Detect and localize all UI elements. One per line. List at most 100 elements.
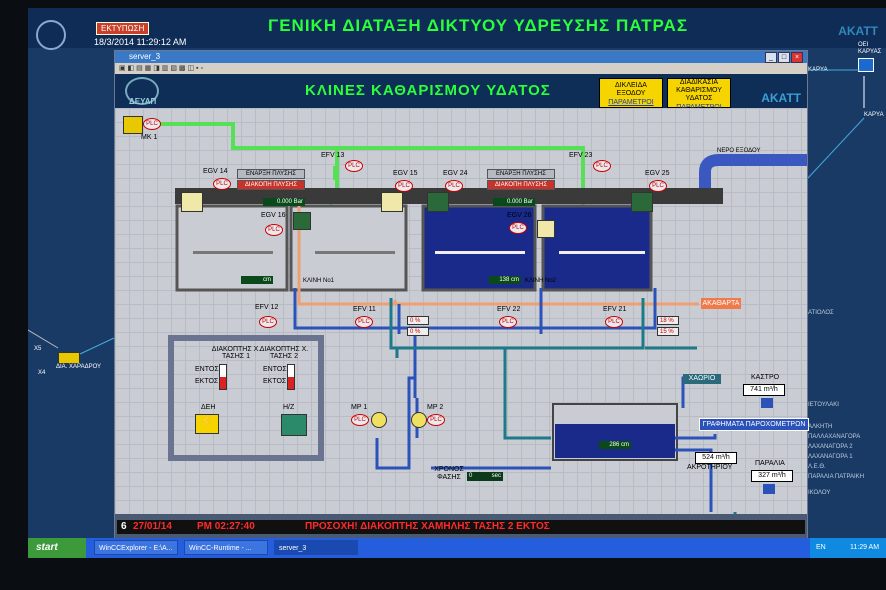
task-server3[interactable]: server_3 <box>274 540 358 555</box>
plc-efv22[interactable]: PLC <box>499 316 517 328</box>
bed2-stop-wash-button[interactable]: ΔΙΑΚΟΠΗ ΠΛΥΣΗΣ <box>487 180 555 190</box>
bed1-pressure: 0.000 Bar <box>263 198 305 206</box>
tank-level: 286 cm <box>599 441 631 449</box>
egv15-label: EGV 15 <box>393 170 418 177</box>
plant-title: ΚΛΙΝΕΣ ΚΑΘΑΡΙΣΜΟΥ ΥΔΑΤΟΣ <box>305 82 551 99</box>
language-indicator[interactable]: EN <box>816 544 826 551</box>
flow-charts-button[interactable]: ΓΡΑΦΗΜΑΤΑ ΠΑΡΟΧΟΜΕΤΡΩΝ <box>699 418 809 431</box>
kastro-label: ΚΑΣΤΡΟ <box>751 374 780 381</box>
switch2-toggle[interactable] <box>287 364 295 390</box>
toolbar-icons[interactable]: ▣ ◧ ▤ ▦ ◨ ▥ ▧ ▩ ◫ ▪ ▫ <box>119 65 203 72</box>
kastro-flow-value: 741 <box>750 386 762 393</box>
maximize-button[interactable]: □ <box>778 52 790 63</box>
cleaning-process-box: ΔΙΑΔΙΚΑΣΙΑ ΚΑΘΑΡΙΣΜΟΥ ΥΔΑΤΟΣ ΠΑΡΑΜΕΤΡΟΙ <box>667 78 731 111</box>
paralia-flow-unit: m³/h <box>771 472 786 479</box>
minimize-button[interactable]: _ <box>765 52 777 63</box>
task-wincc-explorer[interactable]: WinCCExplorer - E:\A... <box>94 540 178 555</box>
egv24-valve-icon[interactable] <box>427 192 449 212</box>
compressor-mk1-icon[interactable] <box>123 116 143 134</box>
paralia-flow: 327 m³/h <box>751 470 793 482</box>
bed1-stop-wash-button[interactable]: ΔΙΑΚΟΠΗ ΠΛΥΣΗΣ <box>237 180 305 190</box>
left-x5: X5 <box>34 346 42 352</box>
plc-egv15[interactable]: PLC <box>395 180 413 192</box>
left-station-icon[interactable] <box>58 352 80 364</box>
efv11-label: EFV 11 <box>353 306 376 313</box>
plc-efv23[interactable]: PLC <box>593 160 611 172</box>
window-toolbar: ▣ ◧ ▤ ▦ ◨ ▥ ▧ ▩ ◫ ▪ ▫ <box>115 63 807 74</box>
screen: ΕΚΤΥΠΩΣΗ 18/3/2014 11:29:12 AM ΓΕΝΙΚΗ ΔΙ… <box>28 8 886 558</box>
paralia-flow-value: 327 <box>758 472 770 479</box>
plc-efv11[interactable]: PLC <box>355 316 373 328</box>
switch1-label: ΔΙΑΚΟΠΤΗΣ Χ. ΤΑΣΗΣ 1 <box>211 346 261 360</box>
plc-efv12[interactable]: PLC <box>259 316 277 328</box>
org-logo-text: ΔΕΥΑΠ <box>129 97 157 106</box>
plant-header: ΔΕΥΑΠ ΚΛΙΝΕΣ ΚΑΘΑΡΙΣΜΟΥ ΥΔΑΤΟΣ ΔΙΚΛΕΙΔΑ … <box>115 74 807 111</box>
print-button[interactable]: ΕΚΤΥΠΩΣΗ <box>96 22 150 35</box>
taskbar: start WinCCExplorer - E:\A... WinCC-Runt… <box>28 538 886 558</box>
outlet-valve-params-link[interactable]: ΠΑΡΑΜΕΤΡΟΙ <box>608 99 654 106</box>
egv25-valve-icon[interactable] <box>631 192 653 212</box>
right-list-5: ΛΑΧΑΝΑΓΟΡΑ 1 <box>808 454 853 460</box>
start-button[interactable]: start <box>28 538 86 558</box>
switch2-label: ΔΙΑΚΟΠΤΗΣ Χ. ΤΑΣΗΣ 2 <box>259 346 309 360</box>
egv15-valve-icon[interactable] <box>381 192 403 212</box>
page-title: ΓΕΝΙΚΗ ΔΙΑΤΑΞΗ ΔΙΚΤΥΟΥ ΥΔΡΕΥΣΗΣ ΠΑΤΡΑΣ <box>268 16 689 35</box>
efv22-label: EFV 22 <box>497 306 521 313</box>
right-list-0: ΑΤΙΟΛΟΣ <box>808 310 834 316</box>
plc-egv24[interactable]: PLC <box>445 180 463 192</box>
outlet-valve-title: ΔΙΚΛΕΙΔΑ ΕΞΟΔΟΥ <box>615 82 647 97</box>
right-list-2: ΑΛΚΗΤΗ <box>808 424 833 430</box>
plc-egv25[interactable]: PLC <box>649 180 667 192</box>
alarm-bar[interactable]: 6 27/01/14 PM 02:27:40 ΠΡΟΣΟΧΗ! ΔΙΑΚΟΠΤΗ… <box>117 520 805 534</box>
plc-mp1[interactable]: PLC <box>351 414 369 426</box>
alarm-status-area: 6 27/01/14 PM 02:27:40 ΠΡΟΣΟΧΗ! ΔΙΑΚΟΠΤΗ… <box>115 514 807 539</box>
alarm-time: PM 02:27:40 <box>197 521 255 532</box>
deh-label: ΔΕΗ <box>201 404 216 411</box>
plc-mk1[interactable]: PLC <box>143 118 161 130</box>
akrotiri-flow-unit: m³/h <box>715 454 730 461</box>
egv14-valve-icon[interactable] <box>181 192 203 212</box>
plc-efv21[interactable]: PLC <box>605 316 623 328</box>
plc-efv13[interactable]: PLC <box>345 160 363 172</box>
plc-egv16[interactable]: PLC <box>265 224 283 236</box>
alarm-indicator: 6 <box>121 521 127 532</box>
bed2-start-wash-button[interactable]: ΕΝΑΡΞΗ ΠΛΥΣΗΣ <box>487 169 555 179</box>
egv26-label: EGV 26 <box>507 212 532 219</box>
switch1-off-label: ΕΚΤΟΣ <box>195 378 219 385</box>
kastro-meter-icon[interactable] <box>761 398 773 408</box>
egv24-label: EGV 24 <box>443 170 468 177</box>
akrotiri-flow-value: 524 <box>702 454 714 461</box>
phase-time-display: 0 sec <box>467 472 503 481</box>
right-device-label: ΟΕΙ ΚΑΡΥΑΣ <box>858 42 882 55</box>
generator-icon[interactable] <box>281 414 307 436</box>
task-wincc-runtime[interactable]: WinCC-Runtime - ... <box>184 540 268 555</box>
paralia-meter-icon[interactable] <box>763 484 775 494</box>
efv11-position: 0 % <box>407 316 429 325</box>
close-button[interactable]: × <box>791 52 803 63</box>
phase-time-value: 0 <box>469 473 473 479</box>
switch1-on-label: ΕΝΤΟΣ <box>195 366 219 373</box>
datetime: 18/3/2014 11:29:12 AM <box>94 37 187 47</box>
efv21-label: EFV 21 <box>603 306 627 313</box>
switch1-toggle[interactable] <box>219 364 227 390</box>
akrotiri-label: ΑΚΡΟΤΗΡΙΟΥ <box>687 464 733 471</box>
window-titlebar: server_3 _ □ × <box>115 51 807 63</box>
alarm-message: ΠΡΟΣΟΧΗ! ΔΙΑΚΟΠΤΗΣ ΧΑΜΗΛΗΣ ΤΑΣΗΣ 2 ΕΚΤΟΣ <box>305 521 550 532</box>
cleaning-process-params-link[interactable]: ΠΑΡΑΜΕΤΡΟΙ <box>668 104 730 112</box>
org-logo-icon <box>125 77 159 105</box>
egv26-valve-icon[interactable] <box>537 220 555 238</box>
plc-mp2[interactable]: PLC <box>427 414 445 426</box>
bed1-start-wash-button[interactable]: ΕΝΑΡΞΗ ΠΛΥΣΗΣ <box>237 169 305 179</box>
lightning-icon[interactable]: ⚡ <box>195 414 219 434</box>
efv11-position-2: 0 % <box>407 327 429 336</box>
plc-egv14[interactable]: PLC <box>213 178 231 190</box>
right-device-icon[interactable] <box>858 58 874 72</box>
pump-mp2-icon[interactable] <box>411 412 427 428</box>
right-list-1: ΙΕΤΟΥΛΑΚΙ <box>808 402 839 408</box>
tank-label: ΧΑΩΡΙΟ <box>683 374 721 384</box>
egv16-valve-icon[interactable] <box>293 212 311 230</box>
plc-egv26[interactable]: PLC <box>509 222 527 234</box>
system-tray: EN 11:29 AM <box>810 538 886 558</box>
efv12-label: EFV 12 <box>255 304 279 311</box>
pump-mp1-icon[interactable] <box>371 412 387 428</box>
